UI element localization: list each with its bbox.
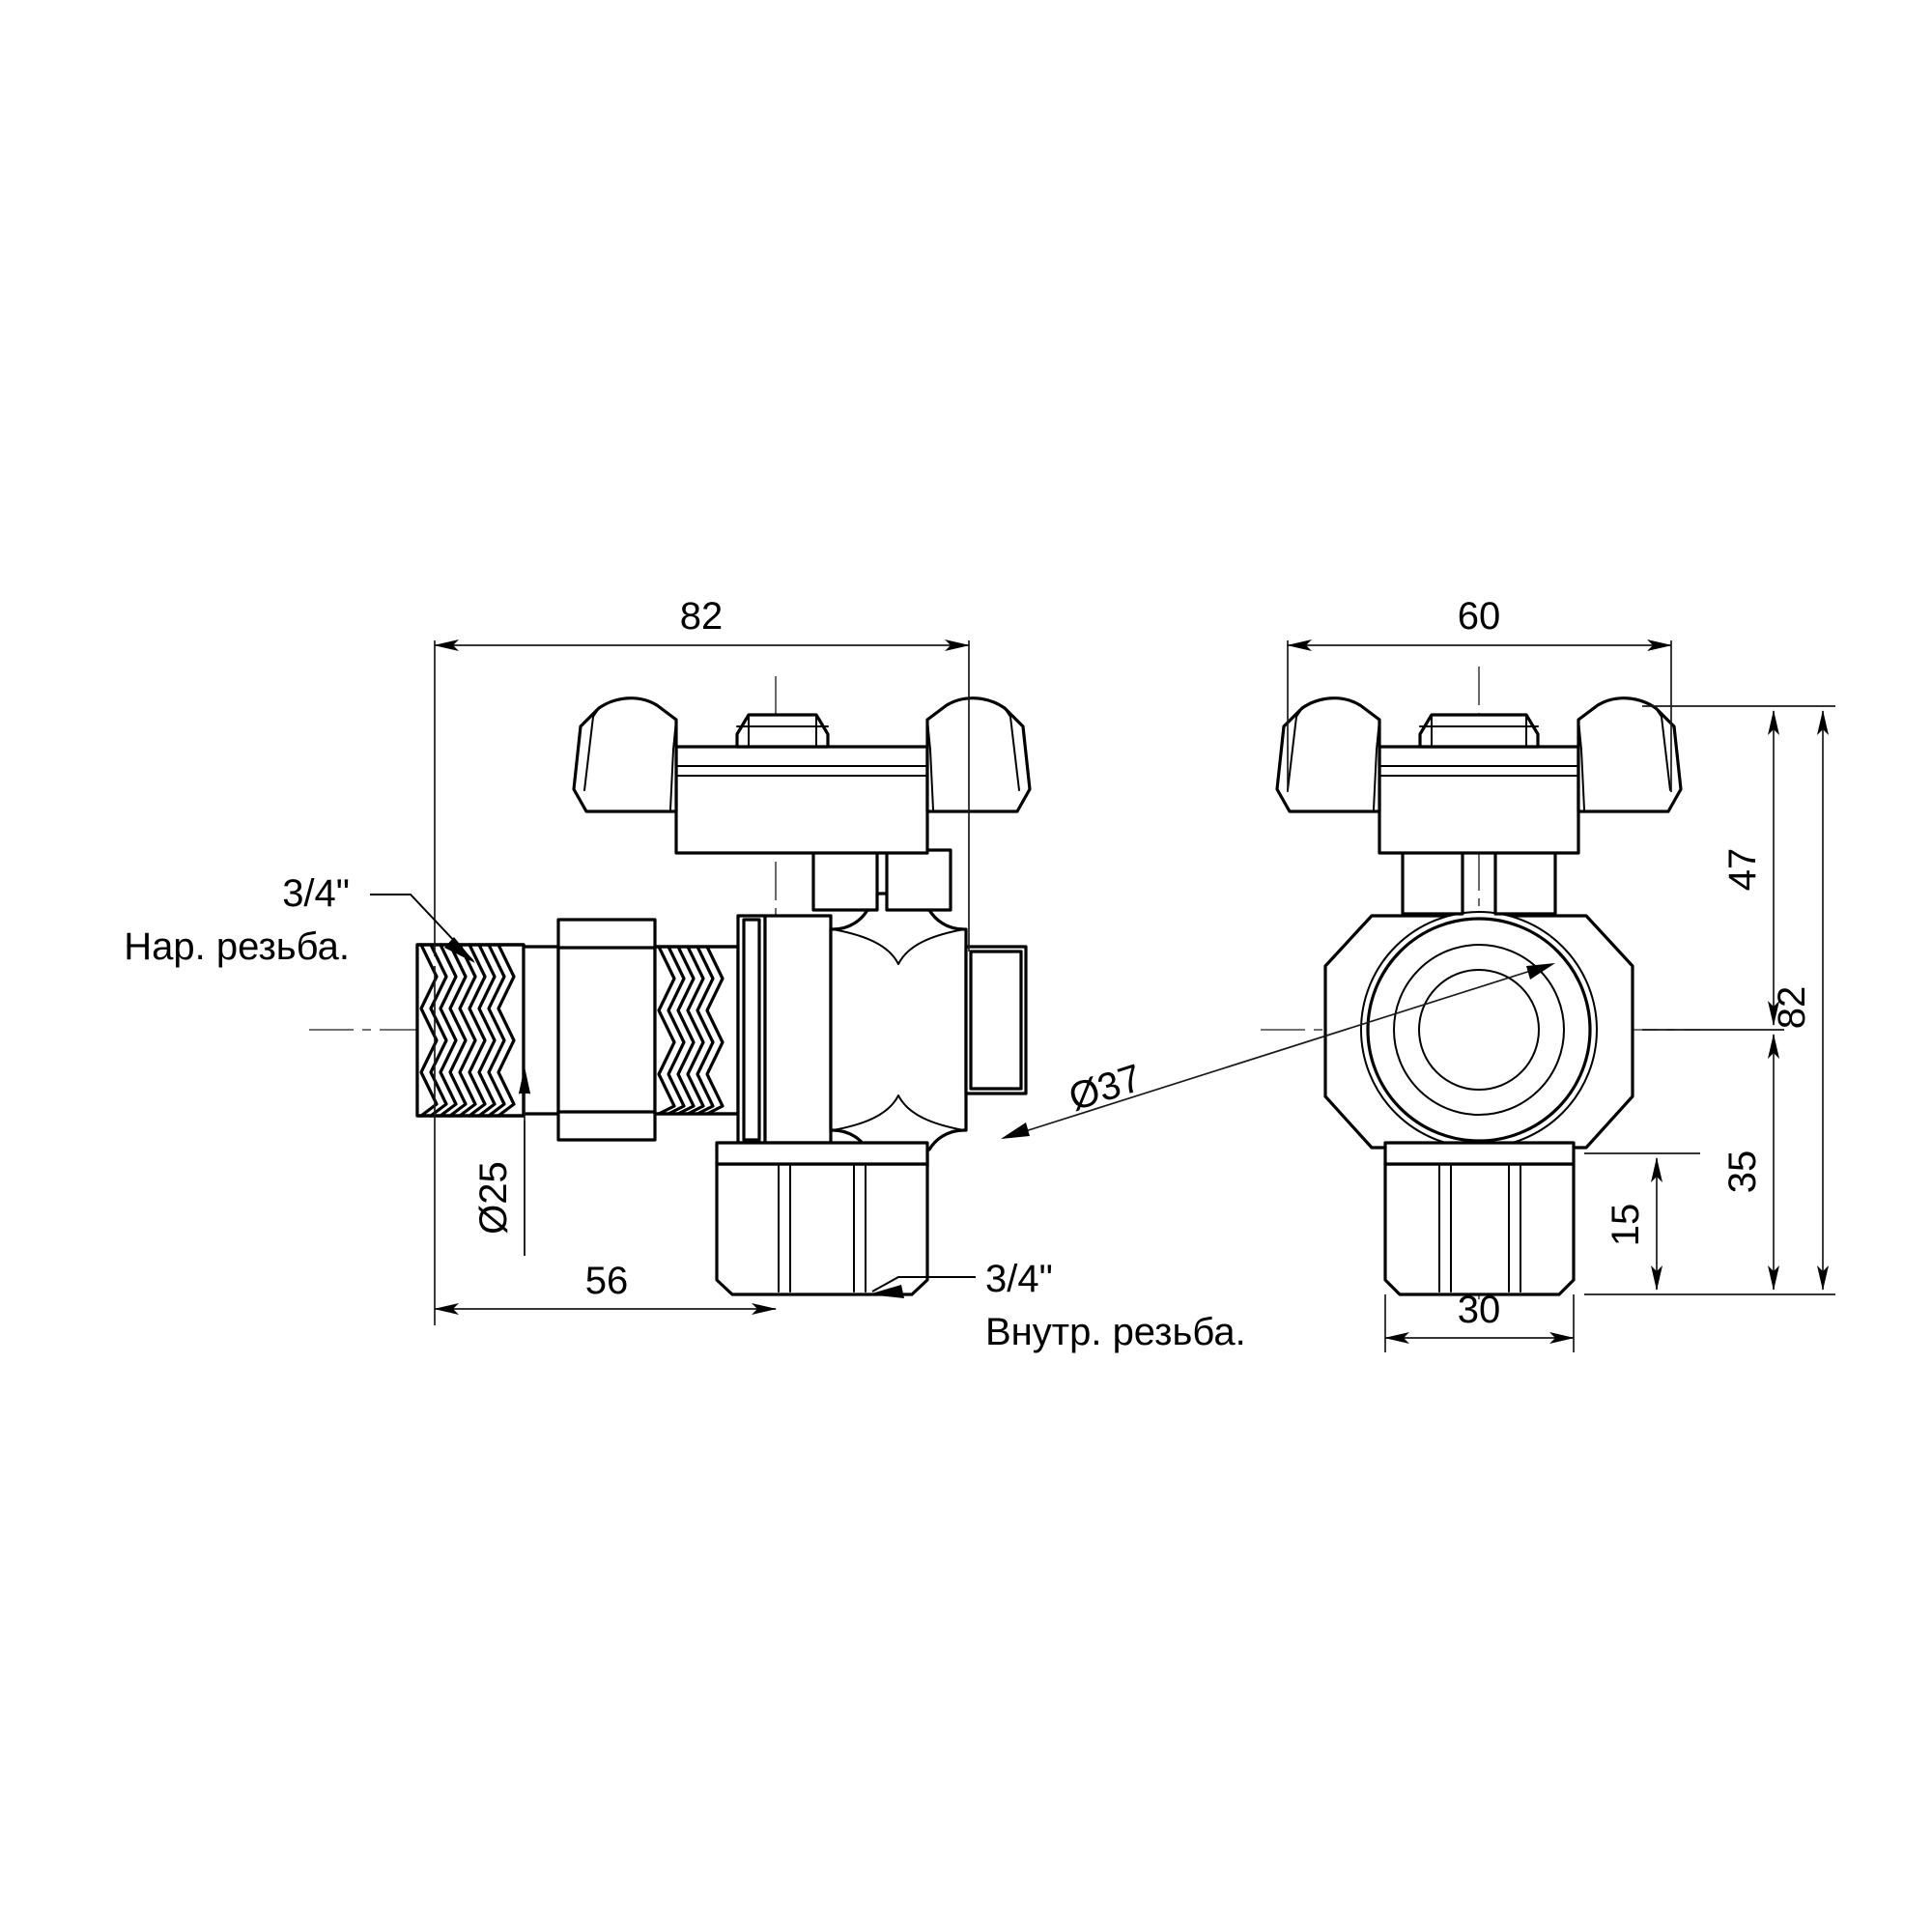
dimension-nut-width-30: 30 bbox=[1384, 1289, 1575, 1352]
note-male-thread: 3/4" Нар. резьба. bbox=[124, 872, 475, 968]
handle-wing-right-side bbox=[925, 696, 1032, 813]
dimension-value-82-right: 82 bbox=[1771, 986, 1813, 1030]
stem-hex-nut-side bbox=[735, 713, 830, 749]
dimension-value-56: 56 bbox=[585, 1260, 629, 1302]
valve-body-side bbox=[763, 892, 1028, 1169]
note-male-thread-size: 3/4" bbox=[282, 872, 350, 915]
dimension-axis-to-top-47: 47 bbox=[1721, 710, 1779, 1026]
union-hex-nut bbox=[556, 918, 657, 1142]
note-female-thread-label: Внутр. резьба. bbox=[985, 1311, 1246, 1353]
note-female-thread-size: 3/4" bbox=[985, 1258, 1053, 1300]
union-thread-section bbox=[653, 945, 740, 1116]
side-elevation-view: 82 56 Ø25 3/4" Нар. резьба. 3/4" Внут bbox=[124, 595, 1245, 1353]
female-hex-nut-side bbox=[715, 1141, 929, 1296]
dimension-handle-width-60: 60 bbox=[1287, 595, 1672, 792]
valve-body-front bbox=[1323, 911, 1634, 1150]
dimension-axis-to-bottom-35: 35 bbox=[1721, 1034, 1779, 1291]
male-thread-stub bbox=[415, 943, 560, 1118]
dimension-overall-height-82: 82 bbox=[1771, 710, 1829, 1291]
dimension-overall-length-82: 82 bbox=[434, 595, 970, 956]
union-collar bbox=[736, 914, 767, 1145]
dimension-thread-diameter-25: Ø25 bbox=[472, 1066, 530, 1256]
handle-wing-right-front bbox=[1577, 696, 1683, 813]
dimension-value-30: 30 bbox=[1458, 1289, 1501, 1331]
front-elevation-view: 60 30 47 82 35 bbox=[1001, 595, 1835, 1352]
dimension-nut-height-15: 15 bbox=[1605, 1157, 1662, 1291]
dimension-value-diameter-25: Ø25 bbox=[472, 1161, 515, 1235]
valve-stem-neck-side bbox=[811, 848, 952, 912]
stem-hex-nut-front bbox=[1418, 713, 1540, 749]
dimension-value-15: 15 bbox=[1605, 1204, 1647, 1247]
bonnet-block-front bbox=[1378, 745, 1580, 855]
dimension-value-82-top: 82 bbox=[680, 595, 724, 638]
valve-stem-neck-front bbox=[1401, 848, 1557, 916]
dimension-inlet-to-axis-56: 56 bbox=[434, 966, 777, 1325]
note-male-thread-label: Нар. резьба. bbox=[124, 925, 350, 968]
note-female-thread: 3/4" Внутр. резьба. bbox=[868, 1258, 1246, 1353]
dimension-value-60: 60 bbox=[1458, 595, 1501, 638]
dimension-value-47: 47 bbox=[1721, 848, 1764, 892]
dimension-value-35: 35 bbox=[1721, 1151, 1764, 1194]
bonnet-block-side bbox=[674, 745, 929, 855]
handle-wing-left-front bbox=[1275, 696, 1381, 813]
female-hex-nut-front bbox=[1383, 1141, 1576, 1296]
handle-wing-left-side bbox=[572, 696, 678, 813]
